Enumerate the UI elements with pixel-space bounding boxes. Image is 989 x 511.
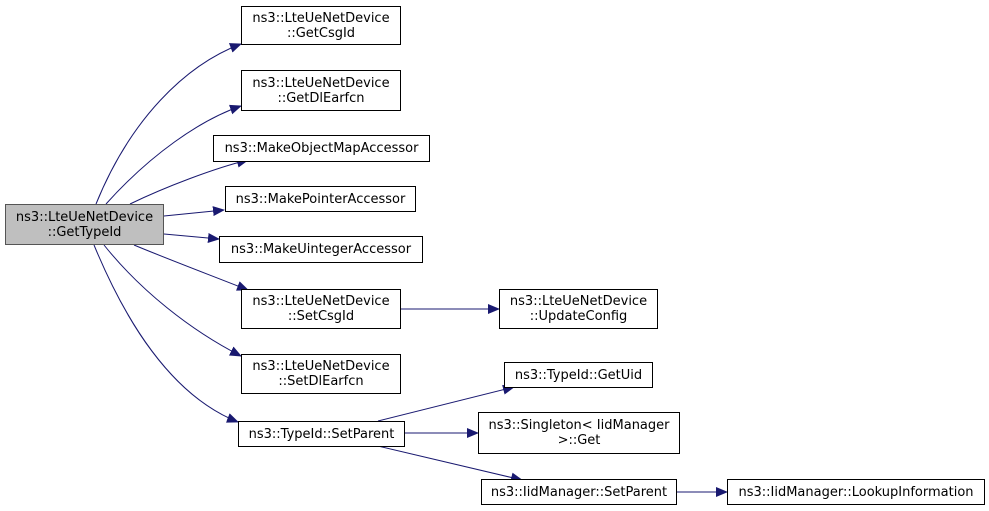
node-lteuenetdevice-getcsgid[interactable]: ns3::LteUeNetDevice ::GetCsgId <box>241 6 401 45</box>
node-makepointeraccessor[interactable]: ns3::MakePointerAccessor <box>225 186 416 212</box>
node-label-line2: ::SetDlEarfcn <box>278 374 364 389</box>
node-label-line1: ns3::LteUeNetDevice <box>252 294 390 309</box>
node-lteuenetdevice-setdlearfcn[interactable]: ns3::LteUeNetDevice ::SetDlEarfcn <box>241 354 401 394</box>
node-label-line1: ns3::LteUeNetDevice <box>252 359 390 374</box>
edge-gettypeid-to-setdlearfcn <box>103 244 242 357</box>
node-label: ns3::TypeId::SetParent <box>248 426 395 442</box>
edge-gettypeid-to-makepointeraccessor <box>163 206 225 217</box>
edge-gettypeid-to-makeuintegeraccessor <box>163 233 220 243</box>
node-label-line1: ns3::LteUeNetDevice <box>509 294 648 309</box>
node-label-line2: ::SetCsgId <box>287 309 355 324</box>
node-label: ns3::MakeUintegerAccessor <box>230 242 412 257</box>
node-typeid-setparent[interactable]: ns3::TypeId::SetParent <box>238 421 405 447</box>
node-label: ns3::MakePointerAccessor <box>235 191 406 207</box>
node-label-line1: ns3::Singleton< IidManager <box>488 418 670 433</box>
node-makeuintegeraccessor[interactable]: ns3::MakeUintegerAccessor <box>219 236 423 263</box>
node-lteuenetdevice-gettypeid[interactable]: ns3::LteUeNetDevice ::GetTypeId <box>5 204 164 245</box>
edge-setparent-to-iidmanager-setparent <box>377 445 523 483</box>
node-label-line2: >::Get <box>557 433 601 448</box>
node-label-line2: ::GetTypeId <box>47 224 122 240</box>
node-label-line1: ns3::LteUeNetDevice <box>252 75 390 91</box>
node-lteuenetdevice-setcsgid[interactable]: ns3::LteUeNetDevice ::SetCsgId <box>241 289 401 329</box>
edge-gettypeid-to-getcsgid <box>95 43 242 205</box>
call-edges <box>93 43 728 497</box>
node-label-line2: ::UpdateConfig <box>529 309 628 324</box>
node-label-line2: ::GetDlEarfcn <box>277 90 365 106</box>
node-lteuenetdevice-updateconfig[interactable]: ns3::LteUeNetDevice ::UpdateConfig <box>499 289 658 329</box>
node-label: ns3::TypeId::GetUid <box>514 367 643 383</box>
node-label-line2: ::GetCsgId <box>286 25 356 41</box>
node-iidmanager-lookupinformation[interactable]: ns3::IidManager::LookupInformation <box>727 479 985 505</box>
node-label-line1: ns3::LteUeNetDevice <box>252 10 390 26</box>
node-label: ns3::MakeObjectMapAccessor <box>224 141 419 156</box>
edge-gettypeid-to-makeobjectmapaccessor <box>129 157 249 205</box>
node-singleton-iidmanager-get[interactable]: ns3::Singleton< IidManager >::Get <box>478 412 680 454</box>
node-lteuenetdevice-getdlearfcn[interactable]: ns3::LteUeNetDevice ::GetDlEarfcn <box>241 70 401 111</box>
node-makeobjectmapaccessor[interactable]: ns3::MakeObjectMapAccessor <box>213 135 430 162</box>
node-label: ns3::IidManager::SetParent <box>490 484 668 500</box>
edge-gettypeid-to-setcsgid <box>133 244 249 291</box>
node-label: ns3::IidManager::LookupInformation <box>738 484 974 500</box>
node-typeid-getuid[interactable]: ns3::TypeId::GetUid <box>504 362 653 388</box>
node-label-line1: ns3::LteUeNetDevice <box>15 209 154 225</box>
edge-setparent-to-getuid <box>377 384 515 422</box>
edge-gettypeid-to-typeid-setparent <box>93 244 239 423</box>
edge-gettypeid-to-getdlearfcn <box>105 104 242 205</box>
node-iidmanager-setparent[interactable]: ns3::IidManager::SetParent <box>481 479 677 505</box>
